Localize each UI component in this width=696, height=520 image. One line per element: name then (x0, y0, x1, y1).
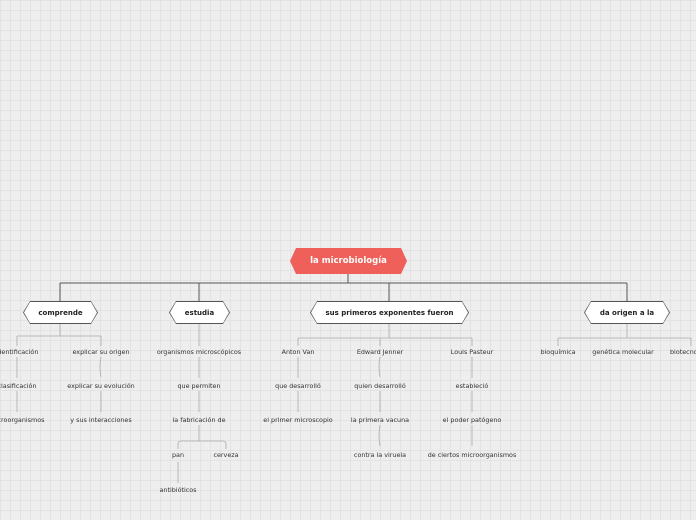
node-pasteur[interactable]: Louis Pasteur (450, 348, 494, 356)
branch-exponentes-label: sus primeros exponentes fueron (311, 302, 468, 323)
node-cerveza[interactable]: cerveza (213, 451, 239, 459)
branch-comprende-label: comprende (24, 302, 97, 323)
node-viruela[interactable]: contra la viruela (353, 451, 407, 459)
node-explicar-evolucion[interactable]: explicar su evolución (67, 382, 135, 390)
root-label: la microbiología (310, 256, 387, 266)
node-microorganismos[interactable]: microorganismos (0, 416, 45, 424)
branch-exponentes[interactable]: sus primeros exponentes fueron (310, 301, 469, 324)
branch-comprende[interactable]: comprende (23, 301, 98, 324)
branch-origen[interactable]: da origen a la (584, 301, 670, 324)
node-jenner[interactable]: Edward Jenner (356, 348, 404, 356)
node-clasificacion[interactable]: clasificación (0, 382, 37, 390)
node-organismos[interactable]: organismos microscópicos (156, 348, 242, 356)
node-antibioticos[interactable]: antibióticos (159, 486, 197, 494)
node-biotecno[interactable]: biotecno (670, 348, 696, 356)
node-genetica[interactable]: genética molecular (592, 348, 654, 356)
node-vacuna[interactable]: la primera vacuna (350, 416, 410, 424)
node-fabricacion[interactable]: la fabricación de (172, 416, 226, 424)
node-interacciones[interactable]: y sus interacciones (70, 416, 132, 424)
node-bioquimica[interactable]: bioquímica (540, 348, 576, 356)
root-node[interactable]: la microbiología (290, 248, 407, 274)
node-explicar-origen[interactable]: explicar su origen (72, 348, 130, 356)
node-establecio[interactable]: estableció (455, 382, 489, 390)
branch-origen-label: da origen a la (585, 302, 669, 323)
node-quien-desarrollo[interactable]: quien desarrolló (354, 382, 406, 390)
node-ciertos[interactable]: de ciertos microorganismos (427, 451, 517, 459)
node-identificacion[interactable]: identificación (0, 348, 39, 356)
node-anton[interactable]: Anton Van (281, 348, 315, 356)
branch-estudia-label: estudia (170, 302, 229, 323)
node-poder[interactable]: el poder patógeno (442, 416, 502, 424)
node-microscopio[interactable]: el primer microscopio (263, 416, 333, 424)
branch-estudia[interactable]: estudia (169, 301, 230, 324)
node-desarrollo[interactable]: que desarrolló (275, 382, 321, 390)
node-permiten[interactable]: que permiten (177, 382, 221, 390)
node-pan[interactable]: pan (171, 451, 185, 459)
